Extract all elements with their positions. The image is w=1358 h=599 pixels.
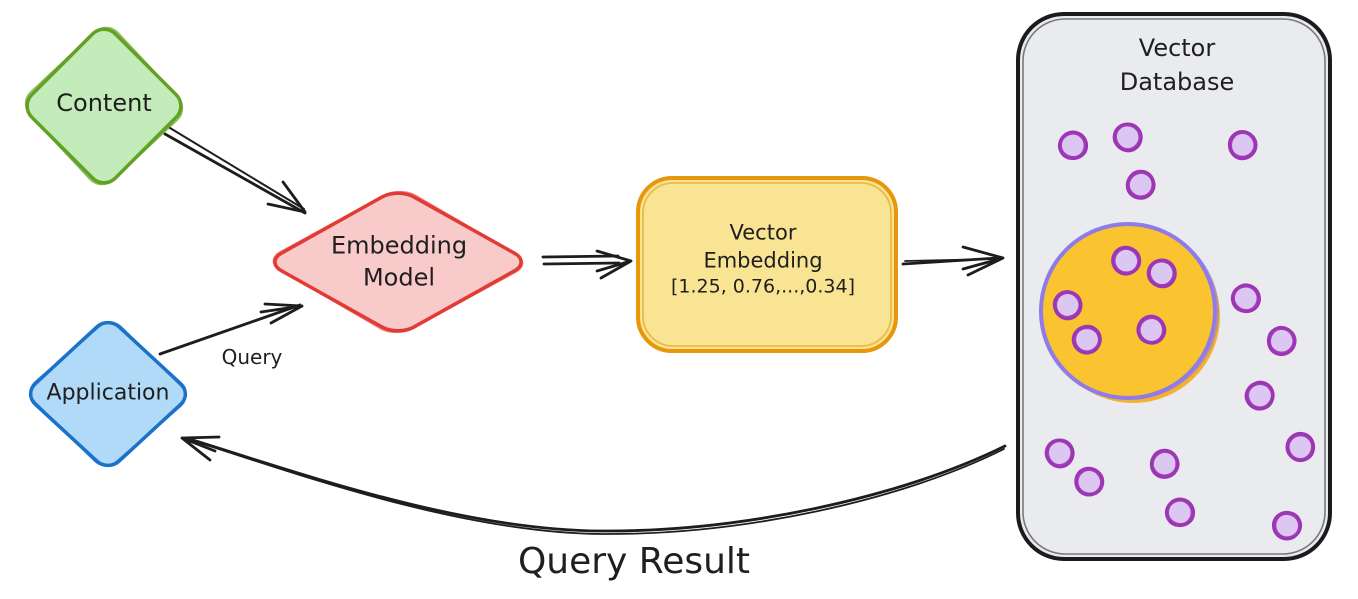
query-result-arrow <box>180 435 1007 535</box>
arrow-head <box>180 435 221 462</box>
arrow-head <box>961 245 1005 277</box>
vector-database-title-line1: Vector <box>1138 33 1216 62</box>
embedding-model-shape <box>266 188 530 336</box>
vector-embedding-node <box>636 176 898 353</box>
embedding-model-label: Embedding Model <box>331 230 467 295</box>
vector-embedding-shape <box>636 176 898 353</box>
arrow-line <box>542 261 621 266</box>
query-arrow-label: Query <box>221 344 283 369</box>
vector-database-title: Vector Database <box>1120 31 1235 99</box>
query-result-arrow-label: Query Result <box>517 541 751 583</box>
vector-database-sketch-stroke <box>1022 18 1326 555</box>
embedding-to-database-arrow <box>901 245 1005 277</box>
vector-embedding-label-line2: Embedding <box>703 248 823 273</box>
vector-embedding-values: [1.25, 0.76,...,0.34] <box>670 276 856 299</box>
application-label: Application <box>46 380 170 406</box>
model-to-embedding-arrow <box>541 249 633 280</box>
vector-embedding-sketch-stroke <box>642 182 892 347</box>
content-to-model-arrow <box>163 127 307 215</box>
embedding-model-label-line1: Embedding <box>330 231 468 260</box>
content-sketch-stroke <box>19 21 189 191</box>
embedding-model-sketch-stroke <box>264 187 532 338</box>
arrow-head <box>266 180 307 214</box>
arrow-line <box>169 127 305 210</box>
application-node <box>24 317 192 472</box>
arrow-line <box>199 442 1005 535</box>
vector-database-node <box>1016 12 1332 561</box>
content-shape <box>21 23 188 190</box>
arrow-head <box>595 249 633 280</box>
arrow-line <box>541 254 620 259</box>
arrow-line <box>158 303 302 356</box>
arrow-head <box>259 302 304 325</box>
vector-embedding-label-line1: Vector <box>729 220 797 245</box>
arrow-line <box>163 132 307 215</box>
vector-embedding-label: Vector Embedding [1.25, 0.76,...,0.34] <box>671 220 855 301</box>
cluster-sketch-stroke <box>1039 224 1219 400</box>
query-arrow <box>158 302 304 356</box>
content-node <box>19 21 189 191</box>
embedding-model-node <box>264 187 532 338</box>
vector-database-title-line2: Database <box>1119 68 1235 96</box>
application-sketch-stroke <box>24 317 192 472</box>
arrow-line <box>904 258 994 262</box>
content-label: Content <box>56 89 152 118</box>
arrow-line <box>184 436 1007 533</box>
arrows <box>158 127 1007 535</box>
embedding-model-label-line2: Model <box>362 264 436 292</box>
